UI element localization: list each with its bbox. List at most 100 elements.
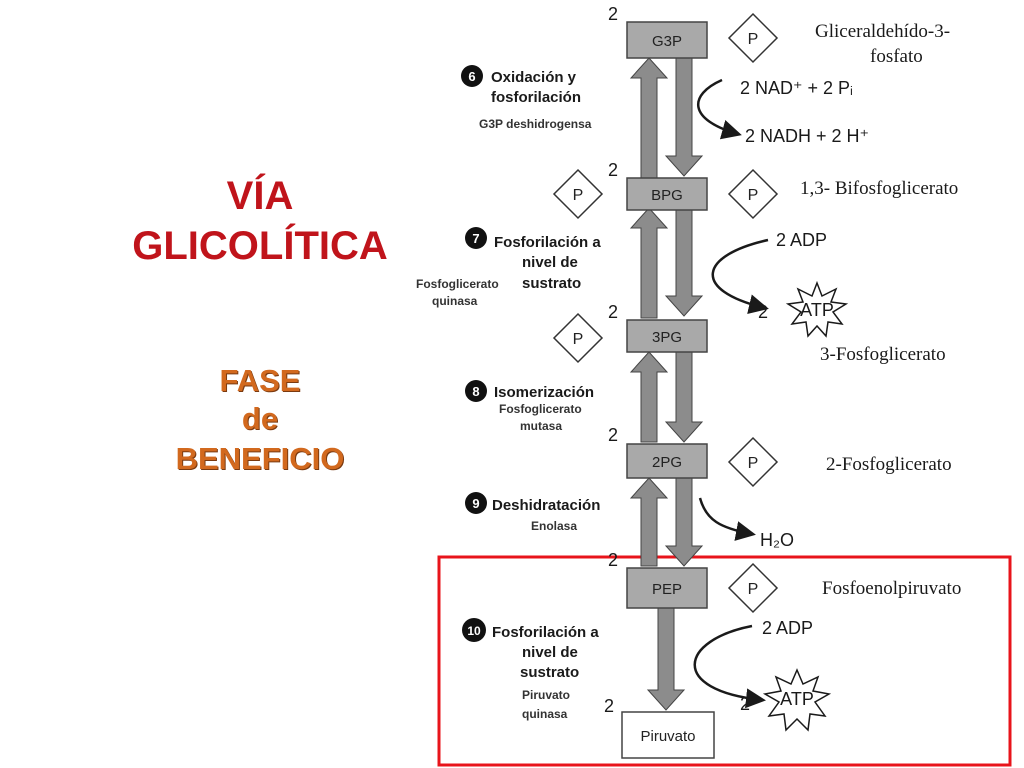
box-3pg-label: 3PG: [652, 329, 682, 346]
phosphate-diamond-bpg-right: [727, 168, 779, 220]
reaction-step6-in: 2 NAD⁺ + 2 Pᵢ: [740, 78, 853, 98]
phase-line-de: de: [241, 401, 279, 436]
step-8: 8 Isomerización Fosfoglicerato mutasa: [465, 380, 594, 433]
phosphate-diamond-3pg-left: [552, 312, 604, 364]
step-9: 9 Deshidratación Enolasa: [465, 492, 600, 533]
box-2pg: [626, 443, 708, 479]
reaction-step10-out: ATP: [780, 689, 814, 709]
count-labels: 2 2 2 2 2 2: [604, 4, 618, 716]
name-g3p-line1: Gliceraldehído-3-: [815, 21, 950, 42]
box-bpg: [626, 177, 708, 211]
curve-step7: [711, 238, 769, 314]
count-3pg: 2: [608, 302, 618, 322]
curve-step6: [696, 78, 742, 140]
step-10-line3: sustrato: [520, 664, 579, 681]
phosphate-label-pep: P: [748, 581, 759, 598]
step-8-enzyme-line1: Fosfoglicerato: [499, 402, 582, 416]
step-6: 6 Oxidación y fosforilación G3P deshidro…: [461, 65, 592, 131]
step-8-badge: [465, 380, 487, 402]
side-reactions: 2 NAD⁺ + 2 Pᵢ 2 NADH + 2 H⁺ 2 ADP 2 ATP …: [693, 78, 869, 732]
down-arrow-3pg-2pg: [664, 351, 704, 443]
up-arrow-2pg-3pg: [629, 351, 669, 443]
step-10-line1: Fosforilación a: [492, 624, 599, 641]
down-arrows: [646, 57, 704, 711]
name-bpg: 1,3- Bifosfoglicerato: [800, 178, 958, 199]
box-3pg: [626, 319, 708, 353]
name-g3p-line2: fosfato: [870, 46, 923, 67]
step-7: 7 Fosforilación a nivel de sustrato Fosf…: [416, 227, 601, 308]
phosphate-diamond-g3p: [727, 12, 779, 64]
step-7-badge: [465, 227, 487, 249]
down-arrow-pep-piruvato: [646, 607, 686, 711]
step-8-line1: Isomerización: [494, 384, 594, 401]
phosphate-diamond-bpg-left: [552, 168, 604, 220]
box-bpg-label: BPG: [651, 187, 683, 204]
step-7-line1: Fosforilación a: [494, 234, 601, 251]
step-7-enzyme-line1: Fosfoglicerato: [416, 277, 499, 291]
phosphate-label-3pg-left: P: [573, 331, 584, 348]
reaction-step7-in: 2 ADP: [776, 230, 827, 250]
step-6-enzyme: G3P deshidrogensa: [479, 117, 592, 131]
phosphate-diamonds: [552, 12, 779, 614]
step-7-line3: sustrato: [522, 275, 581, 292]
down-arrow-2pg-pep: [664, 477, 704, 567]
name-3pg: 3-Fosfoglicerato: [820, 344, 946, 365]
step-9-line1: Deshidratación: [492, 497, 600, 514]
phosphate-label-g3p: P: [748, 31, 759, 48]
step-6-number: 6: [468, 69, 475, 84]
title-via: VÍA: [226, 174, 294, 218]
down-arrow-bpg-3pg: [664, 207, 704, 317]
count-bpg: 2: [608, 160, 618, 180]
box-2pg-label: 2PG: [652, 454, 682, 471]
step-6-badge: [461, 65, 483, 87]
step-8-number: 8: [472, 384, 479, 399]
name-2pg: 2-Fosfoglicerato: [826, 454, 952, 475]
reaction-step9-out: H₂O: [760, 530, 794, 550]
step-7-enzyme-line2: quinasa: [432, 294, 478, 308]
box-piruvato: [621, 711, 715, 759]
step-10-badge: [462, 618, 486, 642]
phosphate-label-bpg-right: P: [748, 187, 759, 204]
reaction-step6-out: 2 NADH + 2 H⁺: [745, 126, 869, 146]
reaction-step10-out-count: 2: [740, 694, 750, 714]
step-7-number: 7: [472, 231, 479, 246]
count-piruvato: 2: [604, 696, 614, 716]
compound-names: Gliceraldehído-3- fosfato 1,3- Bifosfogl…: [800, 21, 961, 599]
step-9-badge: [465, 492, 487, 514]
atp-burst-step7: [785, 280, 849, 338]
up-arrow-pep-2pg: [629, 477, 669, 567]
box-g3p-label: G3P: [652, 33, 682, 50]
up-arrow-3pg-bpg: [629, 207, 669, 319]
name-pep: Fosfoenolpiruvato: [822, 578, 961, 599]
box-g3p: [626, 21, 708, 59]
step-7-line2: nivel de: [522, 254, 578, 271]
step-10-number: 10: [467, 624, 481, 638]
reaction-step10-in: 2 ADP: [762, 618, 813, 638]
count-pep: 2: [608, 550, 618, 570]
up-arrows: [629, 57, 669, 567]
down-arrow-g3p-bpg: [664, 57, 704, 177]
step-8-enzyme-line2: mutasa: [520, 419, 562, 433]
box-pep-label: PEP: [652, 581, 682, 598]
title-glicolitica: GLICOLÍTICA: [132, 224, 388, 268]
phase-line-beneficio: BENEFICIO: [175, 441, 345, 476]
count-2pg: 2: [608, 425, 618, 445]
phosphate-labels: P P P P P P: [573, 31, 759, 598]
box-pep: [626, 567, 708, 609]
step-10-enzyme-line1: Piruvato: [522, 688, 570, 702]
reaction-step7-out: ATP: [800, 300, 834, 320]
phase-line-fase: FASE: [219, 363, 301, 398]
compound-boxes: G3P BPG 3PG 2PG PEP Piruvato: [621, 21, 715, 759]
count-g3p: 2: [608, 4, 618, 24]
reaction-step7-out-count: 2: [758, 302, 768, 322]
box-piruvato-label: Piruvato: [640, 728, 695, 745]
phosphate-diamond-2pg: [727, 436, 779, 488]
step-9-number: 9: [472, 496, 479, 511]
step-10-line2: nivel de: [522, 644, 578, 661]
up-arrow-bpg-g3p: [629, 57, 669, 179]
step-10: 10 Fosforilación a nivel de sustrato Pir…: [462, 618, 599, 721]
curve-step9: [698, 497, 756, 541]
phosphate-label-2pg: P: [748, 455, 759, 472]
step-6-line2: fosforilación: [491, 89, 581, 106]
